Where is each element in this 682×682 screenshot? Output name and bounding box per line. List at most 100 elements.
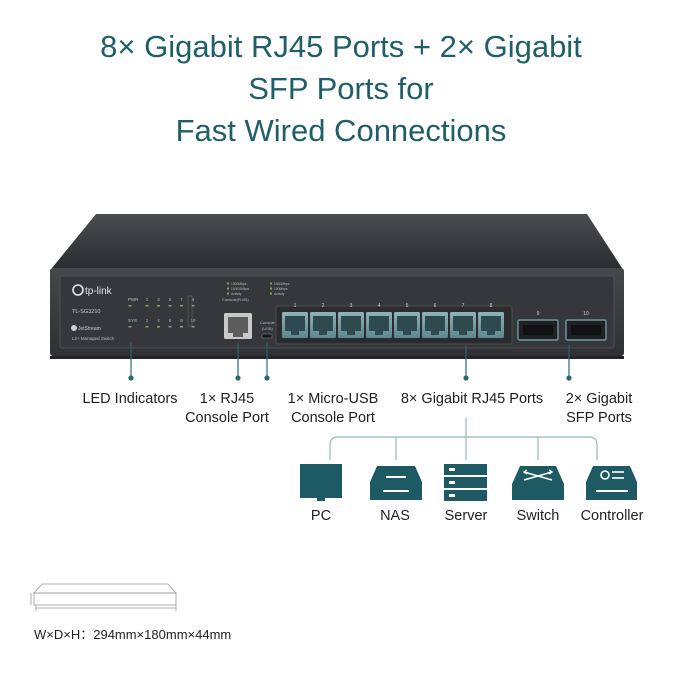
rj45-port-number: 2 [322,303,325,309]
console-usb-label-1: Console [260,320,275,325]
pc-label: PC [310,508,332,524]
chassis-top [52,214,622,268]
headline-line-2: SFP Ports for [248,71,434,106]
series-mark [71,325,77,331]
subtitle-label: L2+ Managed Switch [72,336,115,341]
nas-label: NAS [380,508,410,524]
legend-led [270,292,272,295]
rj45-port-number: 5 [406,303,409,309]
legend-led [270,282,272,285]
sfp-port-number: 10 [583,311,589,317]
led-indicator [157,326,160,328]
legend-right-item: 100Mbps [274,287,288,291]
pc-icon [300,464,342,501]
led-number-bottom: 6 [169,318,172,323]
led-indicator [191,305,195,307]
rj45-port [366,312,392,338]
callout-lines [128,342,572,381]
usb-console-label-line-2: Console Port [291,410,375,426]
usb-console-label: 1× Micro-USB Console Port [280,390,386,428]
legend-left-item: Activity [231,292,242,296]
legend-right-item: Activity [274,292,285,296]
led-indicator [180,305,183,307]
model-label: TL-SG3210 [72,309,100,315]
switch-label: Switch [516,508,560,524]
rj45-port [338,312,364,338]
sfp-port [565,319,607,341]
legend-right-item: 1000Mbps [274,282,290,286]
series-label: JetStream [78,326,101,332]
sfp-ports-label-line-2: SFP Ports [566,410,632,426]
led-number-bottom: 8 [180,318,183,323]
sfp-ports-label: 2× Gigabit SFP Ports [556,390,642,428]
led-number-top: 9 [192,297,195,302]
usb-console-label-line-1: 1× Micro-USB [287,391,379,407]
led-indicator [145,326,149,328]
server-icon [444,464,487,501]
rj45-port-number: 3 [350,303,353,309]
sfp-port [517,319,559,341]
headline-line-3: Fast Wired Connections [175,113,507,148]
rj45-port-number: 6 [434,303,437,309]
sys-label: SYS [128,318,137,323]
connection-tree [329,418,598,460]
rj45-port-number: 7 [462,303,465,309]
rj45-port-number: 8 [490,303,493,309]
brand-label: tp-link [85,286,113,297]
led-number-bottom: 10 [190,318,196,323]
sys-led [128,326,132,328]
led-number-top: 3 [157,297,160,302]
console-rj45-label: Console(RJ45) [222,297,249,302]
led-indicator [168,305,172,307]
rj45-port-number: 1 [294,303,297,309]
dimensions-text: W×D×H：294mm×180mm×44mm [34,627,232,642]
pwr-led [128,305,132,307]
headline: 8× Gigabit RJ45 Ports + 2× Gigabit SFP P… [0,26,682,152]
micro-usb-port [261,333,273,339]
legend-led [227,292,229,295]
led-number-bottom: 2 [146,318,149,323]
rj45-console-label: 1× RJ45 Console Port [178,390,276,428]
pwr-label: PWR [128,297,139,302]
legend-left-item: 10/100Mbps [231,287,249,291]
rj45-console-label-line-2: Console Port [185,410,269,426]
console-usb-label-2: (USB) [262,326,274,331]
chassis-bottom [50,356,624,359]
switch-icon [512,466,564,500]
legend-led [227,287,229,290]
rj45-port [450,312,476,338]
rj45-port [478,312,504,338]
controller-label: Controller [580,508,644,524]
controller-icon [586,466,637,500]
server-label: Server [444,508,488,524]
nas-icon [370,466,422,500]
led-indicator [145,305,149,307]
legend-led [227,282,229,285]
led-number-bottom: 4 [157,318,160,323]
rj45-port [310,312,336,338]
rj45-console-label-line-1: 1× RJ45 [199,391,255,407]
led-indicator [168,326,172,328]
rj45-port [282,312,308,338]
legend-left-item: 1000Mbps [231,282,247,286]
led-number-top: 1 [146,297,149,302]
dimension-illustration [30,583,177,611]
rj45-port-number: 4 [378,303,381,309]
sfp-port-number: 9 [537,311,540,317]
legend-led [270,287,272,290]
led-indicator [157,305,160,307]
rj45-port [422,312,448,338]
led-number-top: 5 [169,297,172,302]
led-number-top: 7 [180,297,183,302]
console-rj45-port [224,313,252,339]
led-indicator [191,326,195,328]
led-bracket [187,295,193,327]
tp-link-logo: tp-link [72,284,113,297]
rj45-port [394,312,420,338]
sfp-ports-label-line-1: 2× Gigabit [565,391,633,407]
led-indicator [180,326,183,328]
rj45-ports-label: 8× Gigabit RJ45 Ports [400,391,544,407]
headline-line-1: 8× Gigabit RJ45 Ports + 2× Gigabit [100,29,582,64]
led-indicators-label: LED Indicators [82,391,178,407]
